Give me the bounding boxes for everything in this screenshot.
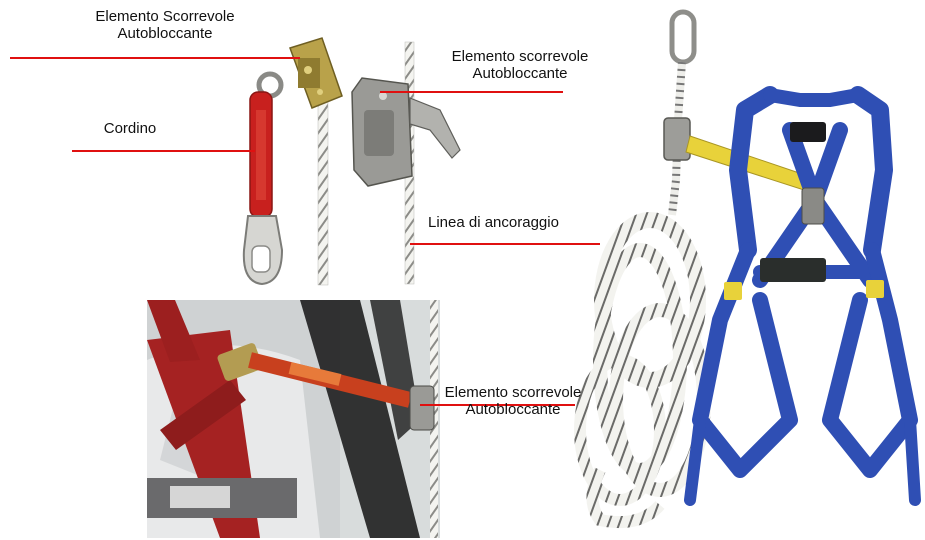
label-lanyard: Cordino <box>90 120 170 137</box>
label-anchor-line: Linea di ancoraggio <box>428 214 608 231</box>
label-line: Autobloccante <box>55 25 275 42</box>
harness-kit <box>580 12 915 522</box>
carabiner-icon <box>672 12 694 62</box>
label-line: Elemento scorrevole <box>420 48 620 65</box>
rope-coil <box>580 220 704 522</box>
rope-icon <box>318 95 328 285</box>
label-slider-top-center: Elemento scorrevole Autobloccante <box>420 48 620 82</box>
label-slider-top-left: Elemento Scorrevole Autobloccante <box>55 8 275 42</box>
label-slider-bottom: Elemento scorrevole Autobloccante <box>418 384 608 418</box>
label-line: Elemento Scorrevole <box>55 8 275 25</box>
fall-arrester-icon <box>290 38 342 108</box>
label-line: Autobloccante <box>420 65 620 82</box>
label-line: Cordino <box>90 120 170 137</box>
label-line: Elemento scorrevole <box>418 384 608 401</box>
worker-photo <box>147 300 440 538</box>
label-line: Autobloccante <box>418 401 608 418</box>
lanyard-assembly <box>244 38 342 285</box>
label-line: Linea di ancoraggio <box>428 214 608 231</box>
